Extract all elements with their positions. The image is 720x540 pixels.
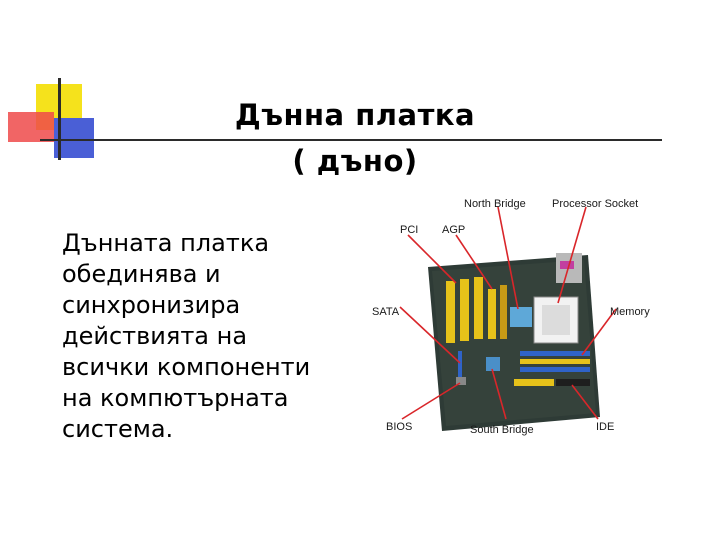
motherboard-image	[428, 253, 600, 431]
slide-body: Дънната платка обединява и синхронизира …	[62, 228, 362, 445]
body-line: система.	[62, 415, 174, 443]
title-rule	[40, 139, 662, 141]
label-ide: IDE	[596, 421, 614, 433]
deco-red-square	[8, 112, 54, 142]
body-line: обединява и	[62, 260, 221, 288]
deco-vertical-line	[58, 78, 61, 160]
slide-title-line2: ( дъно)	[292, 144, 418, 178]
slide-title: Дънна платка ( дъно)	[190, 92, 520, 184]
label-memory: Memory	[610, 306, 650, 318]
label-north-bridge: North Bridge	[464, 198, 526, 210]
label-pci: PCI	[400, 224, 418, 236]
label-bios: BIOS	[386, 421, 412, 433]
label-agp: AGP	[442, 224, 465, 236]
body-line: синхронизира	[62, 291, 241, 319]
motherboard-diagram: North Bridge Processor Socket PCI AGP SA…	[372, 198, 650, 436]
label-processor-socket: Processor Socket	[552, 198, 638, 210]
body-line: на компютърната	[62, 384, 289, 412]
body-line: Дънната платка	[62, 229, 270, 257]
body-line: действията на	[62, 322, 248, 350]
body-line: всички компоненти	[62, 353, 311, 381]
slide-title-line1: Дънна платка	[234, 98, 476, 132]
label-sata: SATA	[372, 306, 400, 318]
corner-decoration	[8, 78, 94, 160]
callout-lines	[399, 206, 617, 420]
label-south-bridge: South Bridge	[470, 424, 534, 436]
